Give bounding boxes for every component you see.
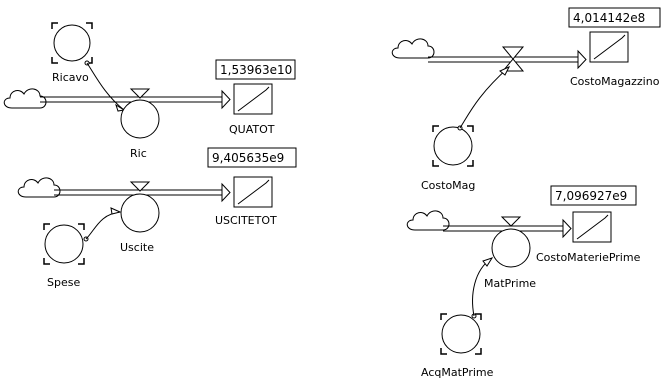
valve-costo-magazzino[interactable] [501,46,525,72]
spese-label: Spese [47,276,80,289]
connector-ricavo-ric [84,60,126,112]
quatot-label: QUATOT [229,123,275,136]
value-box-uscitetot: 9,405635e9 [207,147,297,168]
uscitetot-value: 9,405635e9 [212,151,284,165]
costo-magazzino-value: 4,014142e8 [573,11,645,25]
stock-costo-materie-prime[interactable] [572,211,612,243]
connector-spese-uscite [83,207,122,242]
costo-materie-prime-label: CostoMateriePrime [536,251,641,264]
valve-ric[interactable] [129,88,151,99]
acq-mat-prime-label: AcqMatPrime [421,366,494,379]
rate-mat-prime[interactable] [491,228,531,268]
cloud-source-uscitetot [17,177,61,198]
ric-label: Ric [130,147,147,160]
flow-pipe-costo-magazzino [428,49,587,70]
stock-quatot[interactable] [233,83,273,115]
converter-acq-mat-prime[interactable] [440,313,482,355]
stock-uscitetot[interactable] [233,176,273,208]
cloud-source-costo-magazzino [391,38,435,59]
cloud-source-quatot [3,88,47,109]
quatot-value: 1,53963e10 [220,63,292,77]
valve-mat-prime[interactable] [500,216,522,227]
costo-magazzino-label: CostoMagazzino [570,75,660,88]
connector-acqmatprime-matprime [471,257,494,319]
costo-materie-prime-value: 7,096927e9 [555,189,627,203]
value-box-costo-magazzino: 4,014142e8 [568,7,661,28]
value-box-quatot: 1,53963e10 [215,59,296,80]
converter-ricavo[interactable] [51,22,93,64]
uscite-label: Uscite [120,241,154,254]
rate-uscite[interactable] [120,193,160,233]
converter-costo-mag[interactable] [432,125,474,167]
uscitetot-label: USCITETOT [215,214,277,227]
rate-ric[interactable] [120,99,160,139]
ricavo-label: Ricavo [52,71,89,84]
valve-uscite[interactable] [129,181,151,192]
mat-prime-label: MatPrime [484,277,536,290]
value-box-costo-materie-prime: 7,096927e9 [550,185,637,206]
converter-spese[interactable] [43,223,85,265]
costo-mag-label: CostoMag [421,179,475,192]
connector-costomag-valve [457,65,511,131]
stock-costo-magazzino[interactable] [589,31,629,63]
cloud-source-costo-materie-prime [406,210,450,231]
